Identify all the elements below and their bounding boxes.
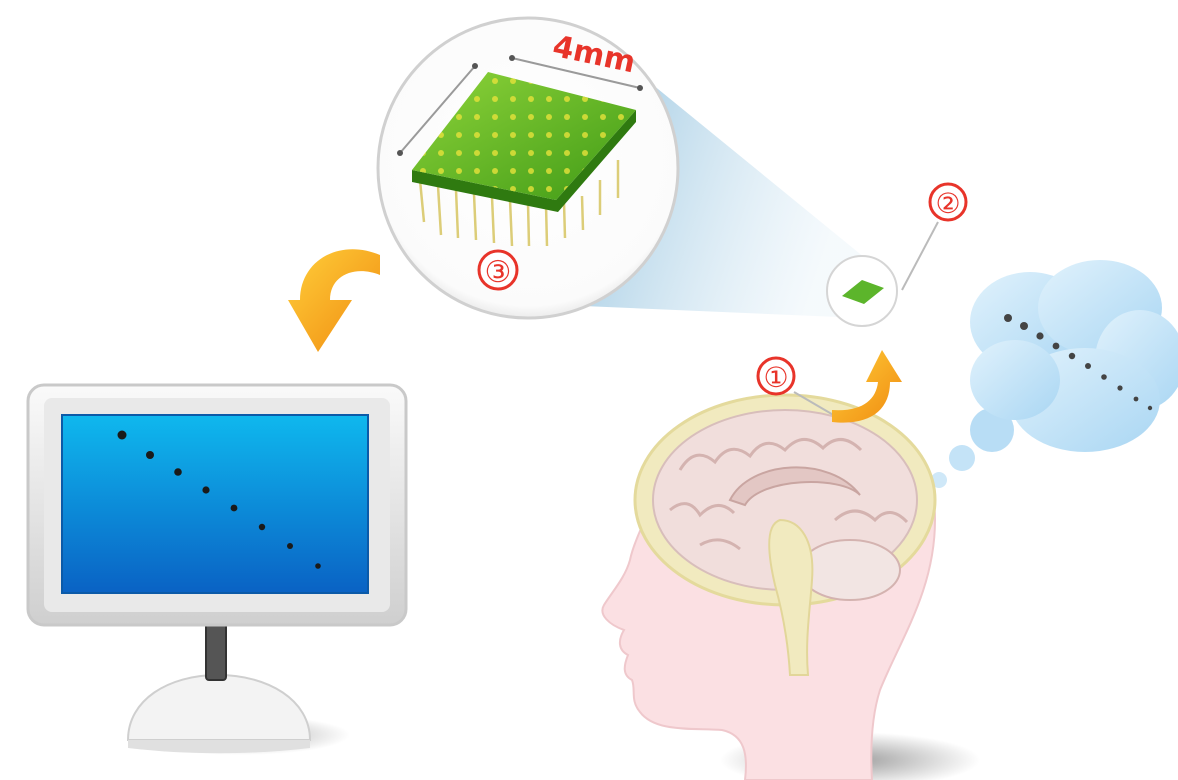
monitor-screen [61, 414, 369, 594]
computer-monitor [26, 383, 408, 755]
step-1-marker: ① [756, 356, 796, 396]
brain-cross-section [633, 393, 937, 676]
step-2-label: ② [935, 187, 960, 220]
thought-bubble [931, 260, 1178, 488]
step-3-marker: ③ [477, 249, 519, 291]
thought-dotted-line [1004, 314, 1153, 411]
implant-site-lens [826, 255, 898, 327]
screen-dotted-line [117, 430, 321, 569]
signal-arrow-down [288, 249, 380, 352]
microelectrode-array-chip [412, 72, 636, 247]
step-1-label: ① [763, 361, 788, 394]
step-3-label: ③ [485, 255, 512, 290]
signal-arrow-up [832, 350, 902, 423]
step-2-marker: ② [928, 182, 968, 222]
